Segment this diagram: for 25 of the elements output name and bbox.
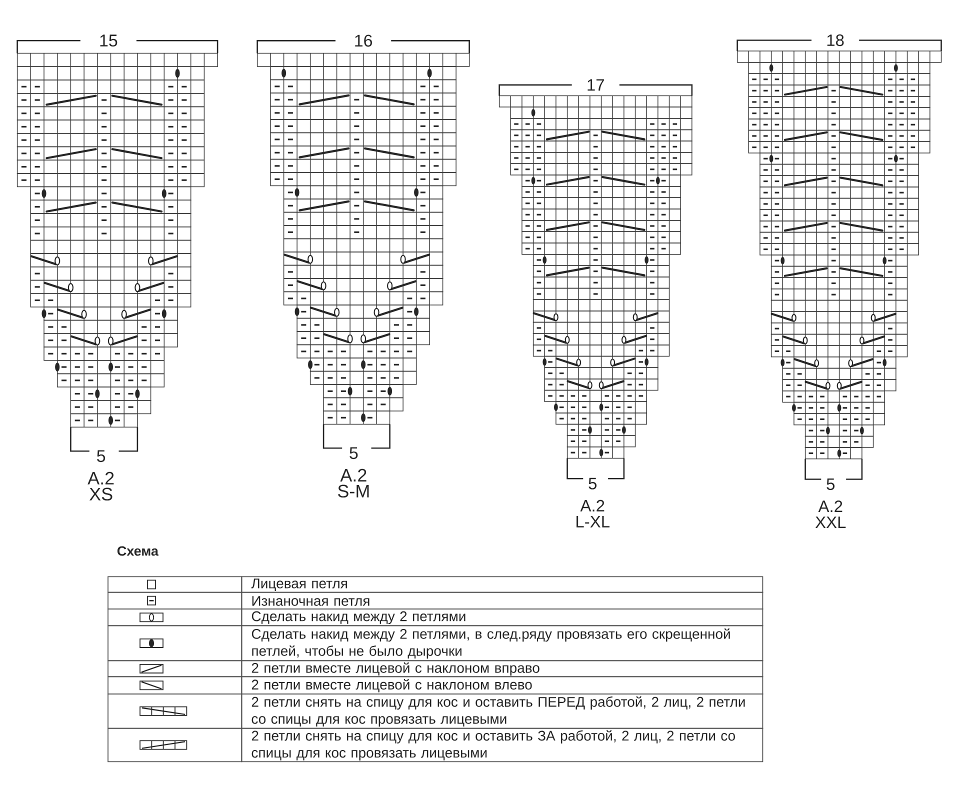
size-label: XXL (815, 516, 846, 528)
legend-text: 2 петли вместе лицевой с наклоном влево (241, 676, 764, 694)
legend-text: 2 петли снять на спицу для кос и оставить ЗА работой, 2 лиц, 2 петли со спицы для кос провязать лицевыми (241, 728, 764, 762)
stitch-count: 16 (355, 34, 372, 47)
stitch-count: 5 (97, 450, 106, 462)
size-label: S-M (338, 484, 369, 498)
chart-title: A.2 (340, 468, 366, 482)
stitch-count: 18 (827, 34, 844, 46)
size-label: L-XL (576, 516, 610, 528)
legend-text: Изнаночная петля (241, 592, 764, 610)
chart-title: A.2 (580, 500, 604, 512)
stitch-count: 5 (826, 478, 835, 490)
size-label: XS (89, 488, 112, 500)
legend-text: 2 петли снять на спицу для кос и оставить ПЕРЕД работой, 2 лиц, 2 петли со спицы для кос провязать лицевыми (241, 694, 764, 729)
stitch-count: 15 (100, 34, 118, 47)
legend-text: Сделать накид между 2 петлями, в след.ряду провязать его скрещенной петлей, чтобы не было дырочки (241, 625, 764, 662)
stitch-count: 5 (588, 478, 597, 490)
chart-title: A.2 (88, 472, 114, 484)
legend-heading: Схема (117, 546, 159, 556)
legend-text: Сделать накид между 2 петлями (241, 608, 764, 626)
stitch-count: 17 (588, 79, 604, 91)
legend-text: 2 петли вместе лицевой с наклоном вправо (241, 660, 764, 678)
chart-title: A.2 (818, 500, 842, 512)
legend-text: Лицевая петля (241, 576, 764, 593)
stitch-count: 5 (350, 447, 358, 460)
